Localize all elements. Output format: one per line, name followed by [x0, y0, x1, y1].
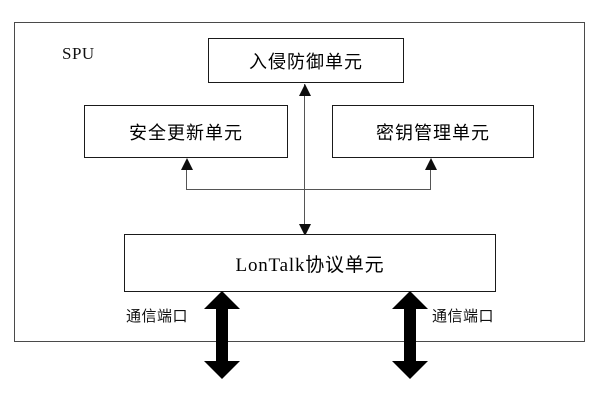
unit-label-key-management: 密钥管理单元	[376, 122, 490, 143]
arrow-head-down-icon	[392, 361, 428, 379]
spu-container-label: SPU	[62, 44, 95, 63]
port-label-left: 通信端口	[126, 309, 189, 325]
arrow-up-icon-to-key-management	[425, 158, 437, 170]
connector-horizontal-bus	[186, 189, 431, 191]
connector-stub-security-update	[186, 160, 188, 190]
port-label-right: 通信端口	[432, 309, 495, 325]
spu-container-frame	[14, 22, 585, 342]
unit-box-lontalk-protocol[interactable]: LonTalk协议单元	[124, 234, 496, 292]
arrow-shaft	[404, 308, 416, 362]
unit-box-key-management[interactable]: 密钥管理单元	[332, 105, 534, 158]
connector-central-spine	[304, 84, 306, 236]
bidirectional-arrow-icon-port-left	[204, 291, 240, 379]
unit-label-intrusion-prevention: 入侵防御单元	[249, 51, 363, 72]
arrow-head-up-icon	[392, 291, 428, 309]
arrow-up-icon-to-security-update	[181, 158, 193, 170]
unit-label-security-update: 安全更新单元	[129, 122, 243, 143]
unit-box-intrusion-prevention[interactable]: 入侵防御单元	[208, 38, 404, 83]
arrow-head-down-icon	[204, 361, 240, 379]
unit-label-lontalk-protocol: LonTalk协议单元	[235, 254, 385, 276]
arrow-head-up-icon	[204, 291, 240, 309]
arrow-shaft	[216, 308, 228, 362]
bidirectional-arrow-icon-port-right	[392, 291, 428, 379]
arrow-up-icon-to-intrusion-prevention	[299, 84, 311, 96]
unit-box-security-update[interactable]: 安全更新单元	[84, 105, 288, 158]
connector-stub-key-management	[430, 160, 432, 190]
arrow-down-icon-to-lontalk	[299, 224, 311, 236]
